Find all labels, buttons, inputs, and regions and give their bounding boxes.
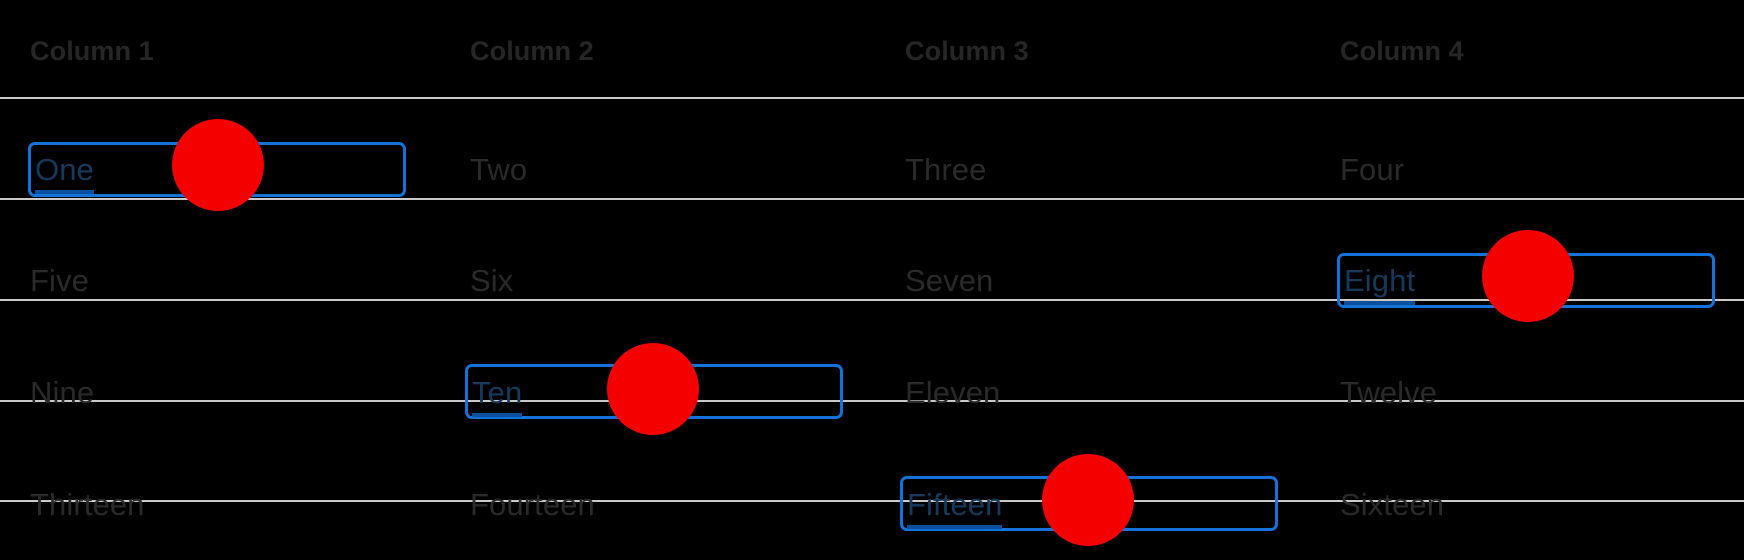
table-cell[interactable]: Two (470, 152, 528, 187)
row-separator-4 (0, 500, 1744, 502)
focus-ten-text[interactable]: Ten (472, 375, 523, 417)
column-header-1[interactable]: Column 1 (30, 36, 154, 66)
marker-one (172, 119, 264, 211)
focus-fifteen-text[interactable]: Fifteen (907, 487, 1003, 529)
marker-ten (607, 343, 699, 435)
row-separator-1 (0, 198, 1744, 200)
table-cell[interactable]: Nine (30, 375, 95, 410)
marker-fifteen (1042, 454, 1134, 546)
column-header-2[interactable]: Column 2 (470, 36, 594, 66)
column-header-3[interactable]: Column 3 (905, 36, 1029, 66)
table-cell[interactable]: Thirteen (30, 487, 145, 522)
marker-eight (1482, 230, 1574, 322)
focus-eight-text[interactable]: Eight (1344, 263, 1416, 305)
table-cell[interactable]: Six (470, 263, 514, 298)
table-cell[interactable]: Twelve (1340, 375, 1438, 410)
table-cell[interactable]: Eleven (905, 375, 1001, 410)
table-cell[interactable]: Three (905, 152, 987, 187)
row-separator-3 (0, 400, 1744, 402)
table-cell[interactable]: Sixteen (1340, 487, 1445, 522)
table-cell[interactable]: Five (30, 263, 89, 298)
table-cell[interactable]: Seven (905, 263, 994, 298)
column-header-4[interactable]: Column 4 (1340, 36, 1464, 66)
table-cell[interactable]: Four (1340, 152, 1405, 187)
row-separator-0 (0, 97, 1744, 99)
row-separator-2 (0, 299, 1744, 301)
focus-one-text[interactable]: One (35, 152, 94, 194)
table-cell[interactable]: Fourteen (470, 487, 595, 522)
